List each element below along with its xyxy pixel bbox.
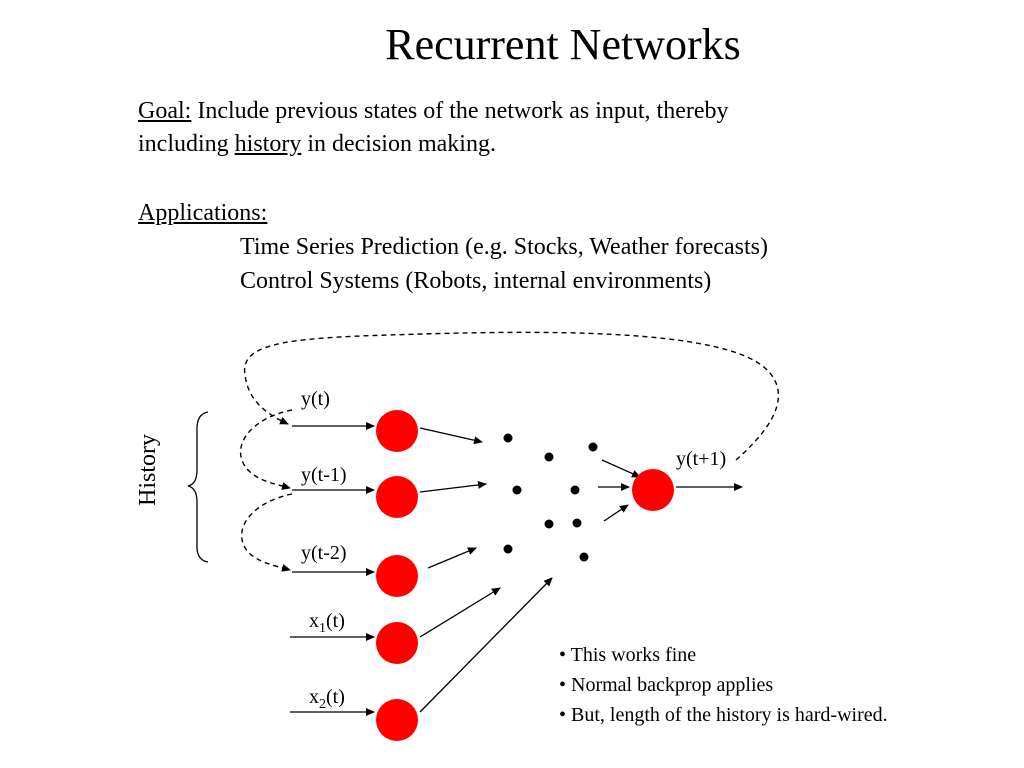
application-item: Control Systems (Robots, internal enviro…	[240, 268, 712, 294]
slide-title: Recurrent Networks	[385, 20, 741, 69]
history-word: history	[234, 131, 302, 157]
note-item: • Normal backprop applies	[559, 674, 774, 696]
input-node-y-t2	[376, 555, 418, 597]
input-node-x2	[376, 699, 418, 741]
input-node-y-t	[376, 410, 418, 452]
input-node-x1	[376, 622, 418, 664]
label-y-t-2: y(t-2)	[301, 542, 347, 564]
output-node	[632, 469, 674, 511]
note-item: • This works fine	[559, 644, 697, 666]
hidden-arrow-1	[419, 427, 483, 445]
goal-line-1: Goal: Include previous states of the net…	[138, 94, 729, 128]
history-brace	[187, 411, 209, 563]
note-item: • But, length of the history is hard-wir…	[559, 704, 888, 726]
application-item: Time Series Prediction (e.g. Stocks, Wea…	[240, 234, 768, 260]
input-node-y-t1	[376, 476, 418, 518]
label-y-t-plus-1: y(t+1)	[676, 448, 727, 470]
feedback-loop-2	[241, 493, 293, 572]
goal-text-pre: including	[138, 131, 235, 157]
goal-label: Goal:	[138, 98, 192, 124]
goal-line-2: including history in decision making.	[138, 127, 496, 161]
goal-text-post: in decision making.	[301, 131, 496, 157]
label-x1-t: x1(t)	[309, 610, 345, 636]
label-y-t-1: y(t-1)	[301, 464, 347, 486]
hidden-arrow-5	[419, 577, 553, 713]
hidden-layer-dots	[503, 433, 598, 562]
hidden-arrow-3	[427, 547, 477, 569]
applications-label: Applications:	[138, 200, 268, 226]
history-label: History	[135, 434, 161, 506]
output-in-arrow-3	[603, 504, 629, 522]
goal-text: Include previous states of the network a…	[191, 98, 729, 124]
feedback-loop-1	[239, 409, 293, 490]
label-y-t: y(t)	[301, 388, 330, 410]
hidden-arrow-2	[419, 480, 487, 493]
label-x2-t: x2(t)	[309, 686, 345, 712]
hidden-arrow-4	[419, 587, 501, 638]
output-in-arrow-1	[601, 459, 641, 478]
